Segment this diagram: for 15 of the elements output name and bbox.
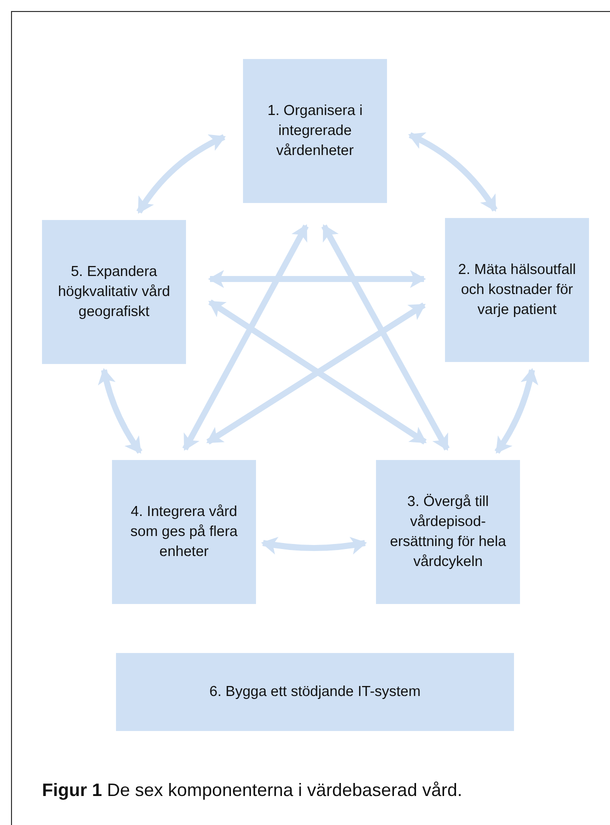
double-arrow [98, 368, 142, 454]
double-arrow [208, 270, 426, 288]
double-arrow [182, 224, 309, 451]
component-box: 1. Organisera i integrerade vårdenheter [243, 59, 387, 203]
component-box: 2. Mäta hälsoutfall och kostnader för varje patient [445, 218, 589, 362]
component-box: 3. Övergå till vårdepisod-ersättning för hela vårdcykeln [376, 460, 520, 604]
double-arrow [494, 368, 538, 454]
figure-caption: Figur 1 De sex komponenterna i värdebaserad vård. [42, 780, 462, 801]
double-arrow [261, 536, 367, 554]
component-box: 6. Bygga ett stödjande IT-system [116, 653, 514, 731]
component-box: 5. Expandera högkvalitativ vård geografiskt [42, 220, 186, 364]
double-arrow [321, 224, 450, 451]
double-arrow [136, 134, 226, 214]
double-arrow [408, 132, 498, 212]
component-box: 4. Integrera vård som ges på flera enheter [112, 460, 256, 604]
